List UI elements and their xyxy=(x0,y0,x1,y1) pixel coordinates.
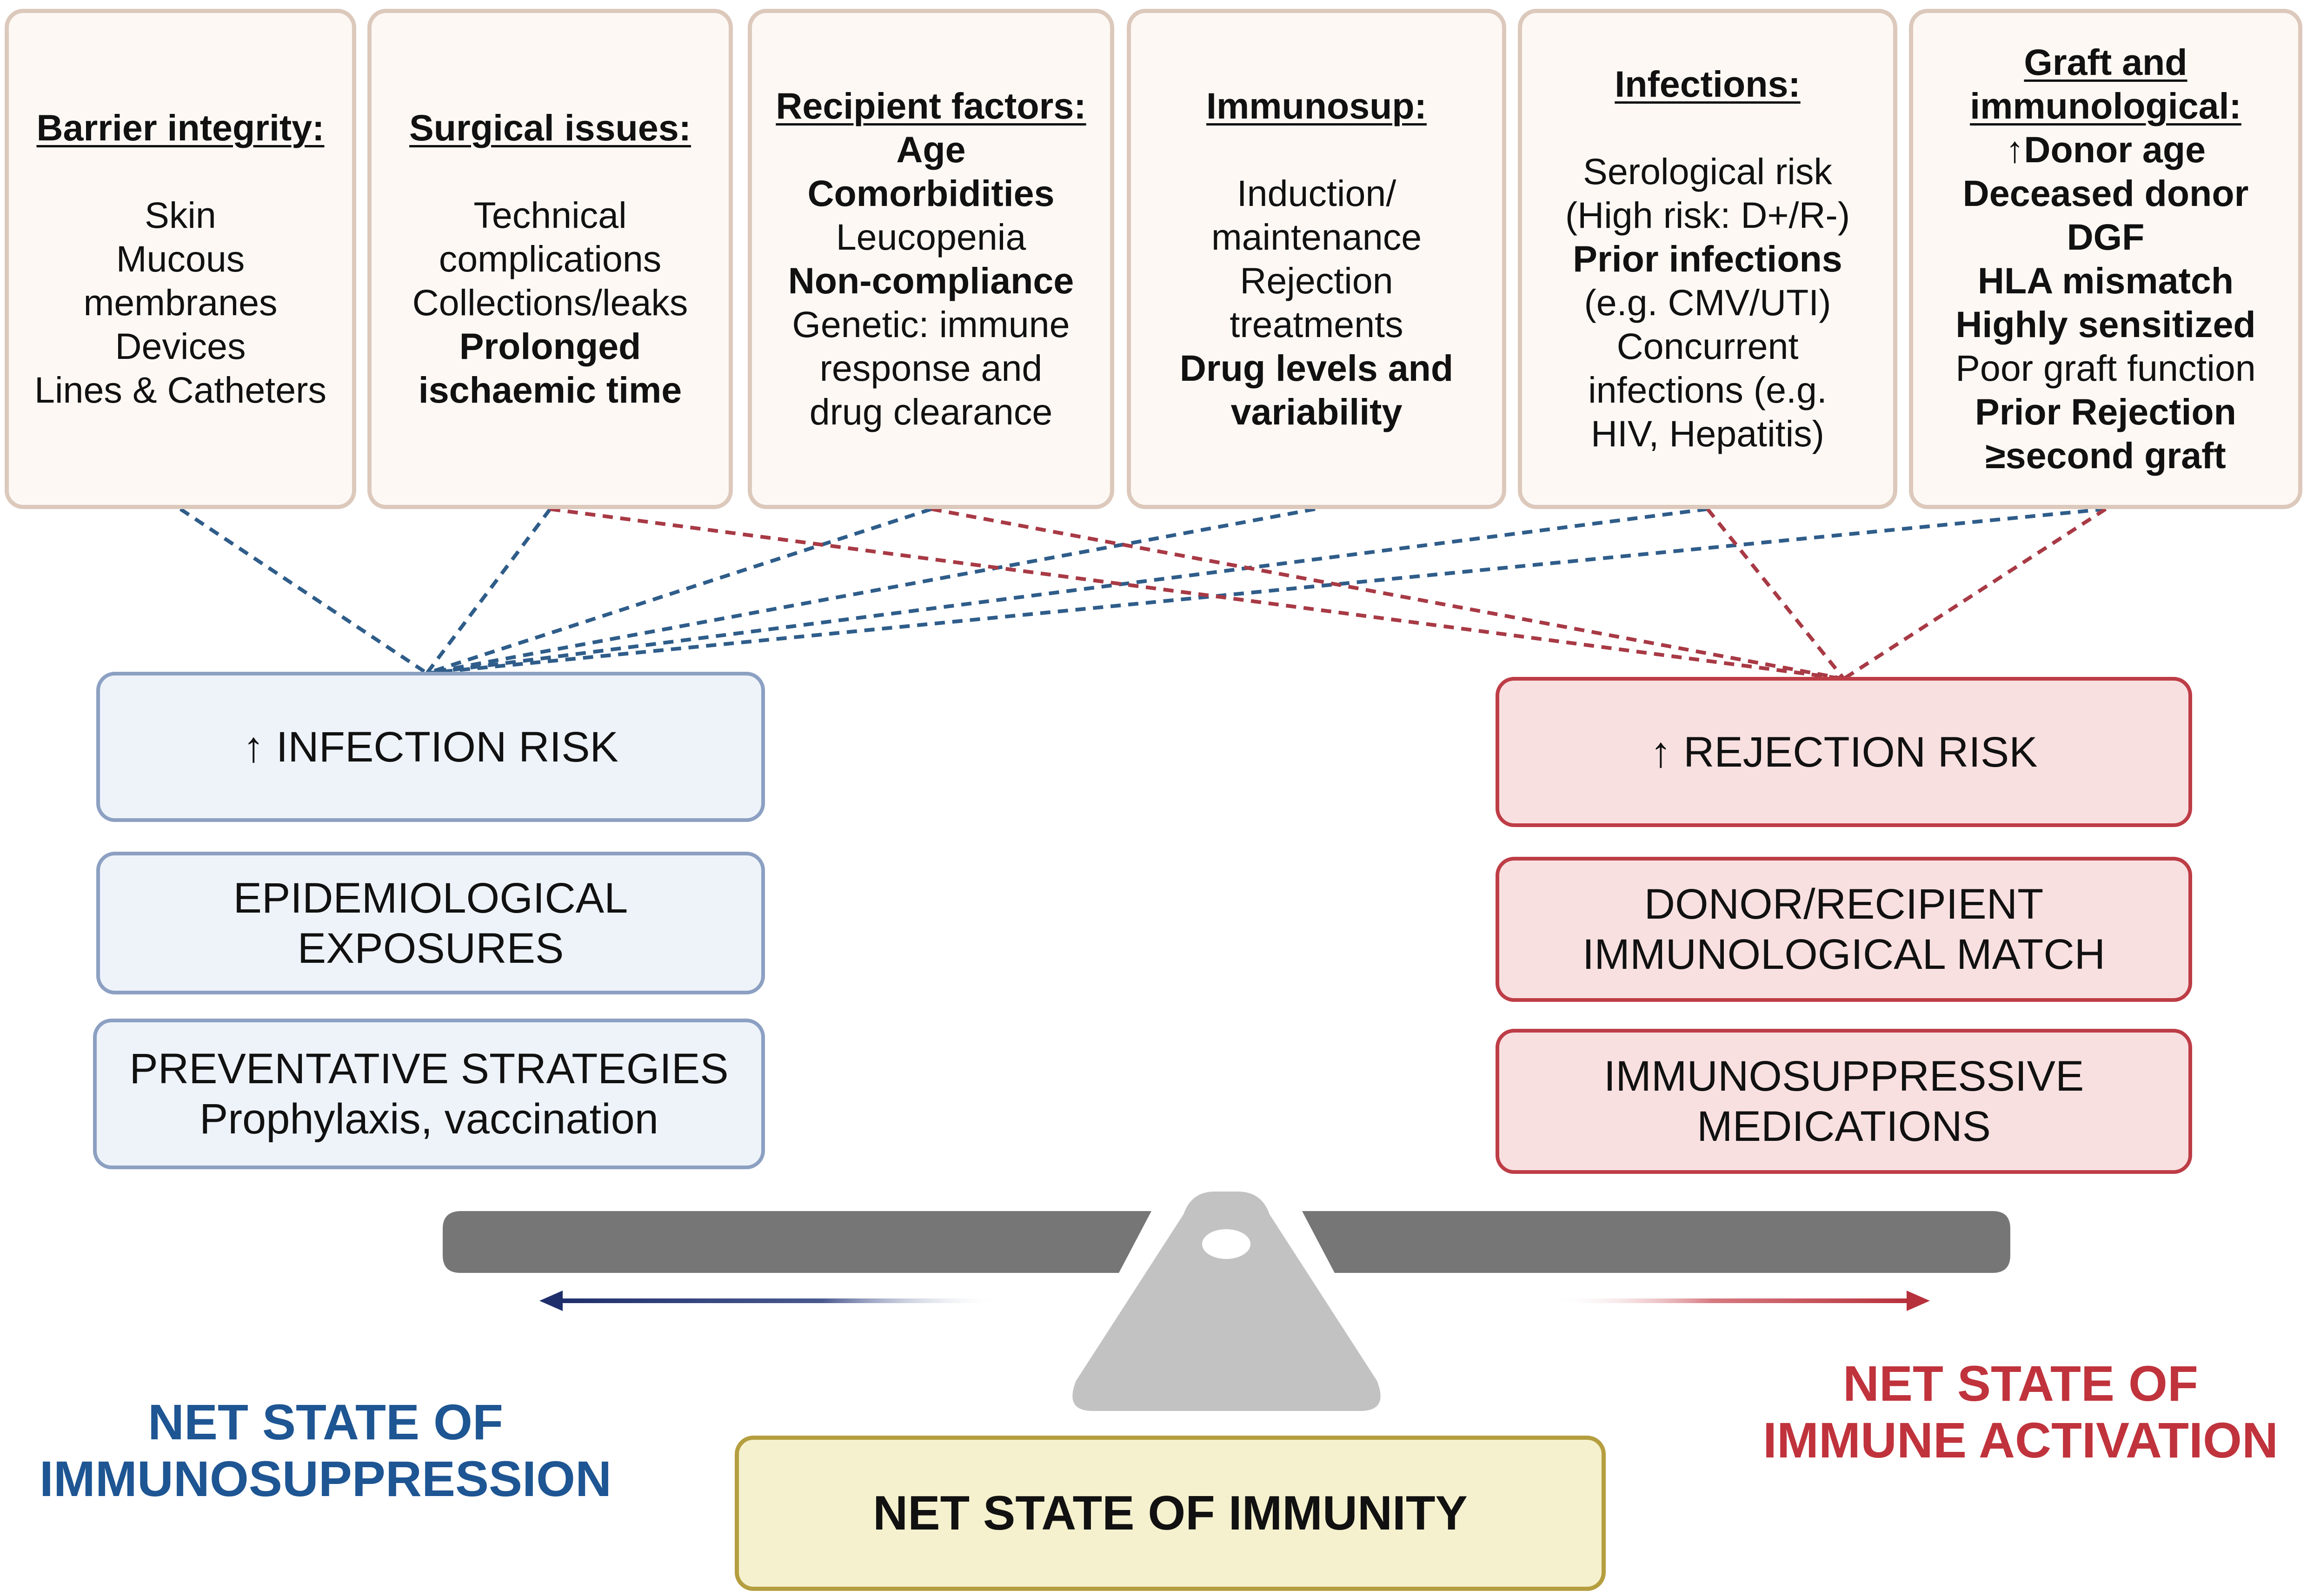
box-line: Lines & Catheters xyxy=(34,369,326,411)
box-line: ≥second graft xyxy=(1985,435,2226,476)
net-state-of-immunity-box: NET STATE OF IMMUNITY xyxy=(735,1436,1606,1591)
box-line: Deceased donor xyxy=(1962,172,2249,214)
box-title: Immunosup: xyxy=(1206,85,1427,126)
rejection-links xyxy=(550,507,2107,681)
box-line: (High risk: D+/R-) xyxy=(1565,194,1850,236)
link-immunosup-infection xyxy=(426,507,1316,675)
box-line: HLA mismatch xyxy=(1977,260,2234,301)
box-line: drug clearance xyxy=(809,391,1053,432)
box-line: infections (e.g. xyxy=(1588,369,1827,411)
box-line: Collections/leaks xyxy=(412,282,688,323)
box-line: DGF xyxy=(2067,216,2145,258)
meds-line: IMMUNOSUPPRESSIVE xyxy=(1603,1053,2084,1100)
box-title-line2: immunological: xyxy=(1970,85,2241,126)
recipient-factors-box: Recipient factors: Age Comorbidities Leu… xyxy=(748,9,1114,509)
link-surgical-rejection xyxy=(550,507,1844,681)
surgical-issues-box: Surgical issues: Technical complications… xyxy=(367,9,733,509)
link-recipient-infection xyxy=(426,507,932,675)
box-line: Age xyxy=(896,129,966,170)
box-line: (e.g. CMV/UTI) xyxy=(1584,282,1831,323)
prevent-line: PREVENTATIVE STRATEGIES xyxy=(129,1045,729,1093)
immunity-label: NET STATE OF IMMUNITY xyxy=(873,1486,1468,1540)
box-line: Technical xyxy=(473,194,627,236)
meds-line: MEDICATIONS xyxy=(1696,1103,1991,1150)
box-line: ↑Donor age xyxy=(2005,129,2206,170)
exposures-line: EXPOSURES xyxy=(297,924,564,972)
box-line: Concurrent xyxy=(1616,325,1799,367)
fulcrum-pivot-hole xyxy=(1202,1229,1250,1259)
barrier-integrity-box: Barrier integrity: Skin Mucous membranes… xyxy=(5,9,356,509)
net-state-immune-activation: NET STATE OF IMMUNE ACTIVATION xyxy=(1749,1355,2293,1469)
box-line: Mucous xyxy=(116,238,245,279)
box-line: maintenance xyxy=(1211,216,1422,258)
graft-immunological-box: Graft and immunological: ↑Donor age Dece… xyxy=(1909,9,2302,509)
infection-links xyxy=(179,507,2106,675)
box-title: Recipient factors: xyxy=(776,85,1086,126)
box-line: Non-compliance xyxy=(788,260,1074,301)
box-line: Genetic: immune xyxy=(792,304,1070,345)
scale-fulcrum xyxy=(1072,1192,1381,1411)
box-title: Infections: xyxy=(1615,63,1801,105)
rejection-risk-label: ↑ REJECTION RISK xyxy=(1650,728,2038,776)
box-line: treatments xyxy=(1230,304,1403,345)
scale-beam-left xyxy=(443,1211,1151,1273)
box-line: Prior Rejection xyxy=(1975,391,2236,432)
link-recipient-rejection xyxy=(931,507,1844,681)
box-line: Rejection xyxy=(1240,260,1393,301)
state-line: NET STATE OF xyxy=(148,1394,503,1450)
box-line: Devices xyxy=(115,325,246,367)
box-line: Skin xyxy=(145,194,216,236)
box-line: response and xyxy=(819,347,1043,389)
state-line: IMMUNOSUPPRESSION xyxy=(39,1450,612,1507)
box-line: Drug levels and xyxy=(1179,347,1454,389)
match-line: DONOR/RECIPIENT xyxy=(1644,881,2044,928)
box-line: Prolonged xyxy=(459,325,641,367)
link-graft-infection xyxy=(426,507,2106,675)
immunosuppressive-medications-box: IMMUNOSUPPRESSIVE MEDICATIONS xyxy=(1496,1029,2192,1174)
box-line: Leucopenia xyxy=(836,216,1026,258)
infection-risk-label: ↑ INFECTION RISK xyxy=(243,723,618,771)
box-line: HIV, Hepatitis) xyxy=(1590,413,1824,454)
match-line: IMMUNOLOGICAL MATCH xyxy=(1582,931,2106,978)
box-line: Induction/ xyxy=(1237,172,1396,214)
link-infections-rejection xyxy=(1706,508,1846,680)
box-title: Barrier integrity: xyxy=(36,107,325,148)
box-line: Comorbidities xyxy=(807,172,1055,214)
box-title: Graft and xyxy=(2024,41,2187,83)
box-line: Prior infections xyxy=(1573,238,1842,279)
state-line: NET STATE OF xyxy=(1843,1355,2198,1411)
right-arrow-icon xyxy=(1553,1291,1930,1311)
box-line: Highly sensitized xyxy=(1955,304,2256,345)
prevent-line: Prophylaxis, vaccination xyxy=(199,1095,658,1143)
box-line: variability xyxy=(1230,391,1403,432)
exposures-line: EPIDEMIOLOGICAL xyxy=(233,874,628,922)
link-infections-infection xyxy=(426,507,1708,675)
infection-risk-box: ↑ INFECTION RISK xyxy=(96,672,765,822)
immunosup-box: Immunosup: Induction/ maintenance Reject… xyxy=(1127,9,1506,509)
state-line: IMMUNE ACTIVATION xyxy=(1763,1412,2278,1468)
preventative-strategies-box: PREVENTATIVE STRATEGIES Prophylaxis, vac… xyxy=(93,1019,765,1169)
net-state-immunosuppression: NET STATE OF IMMUNOSUPPRESSION xyxy=(28,1394,623,1507)
scale-beam-right xyxy=(1302,1211,2010,1273)
link-barrier-infection xyxy=(179,507,428,675)
infections-box: Infections: Serological risk (High risk:… xyxy=(1518,9,1897,509)
left-arrow-icon xyxy=(539,1291,1000,1311)
epidemiological-exposures-box: EPIDEMIOLOGICAL EXPOSURES xyxy=(96,852,765,994)
rejection-risk-box: ↑ REJECTION RISK xyxy=(1496,677,2192,827)
box-line: Serological risk xyxy=(1583,151,1832,192)
box-line: complications xyxy=(439,238,662,279)
box-line: Poor graft function xyxy=(1955,347,2256,389)
box-line: membranes xyxy=(83,282,278,323)
box-line: ischaemic time xyxy=(418,369,682,411)
immunological-match-box: DONOR/RECIPIENT IMMUNOLOGICAL MATCH xyxy=(1496,857,2192,1002)
box-title: Surgical issues: xyxy=(409,107,691,148)
